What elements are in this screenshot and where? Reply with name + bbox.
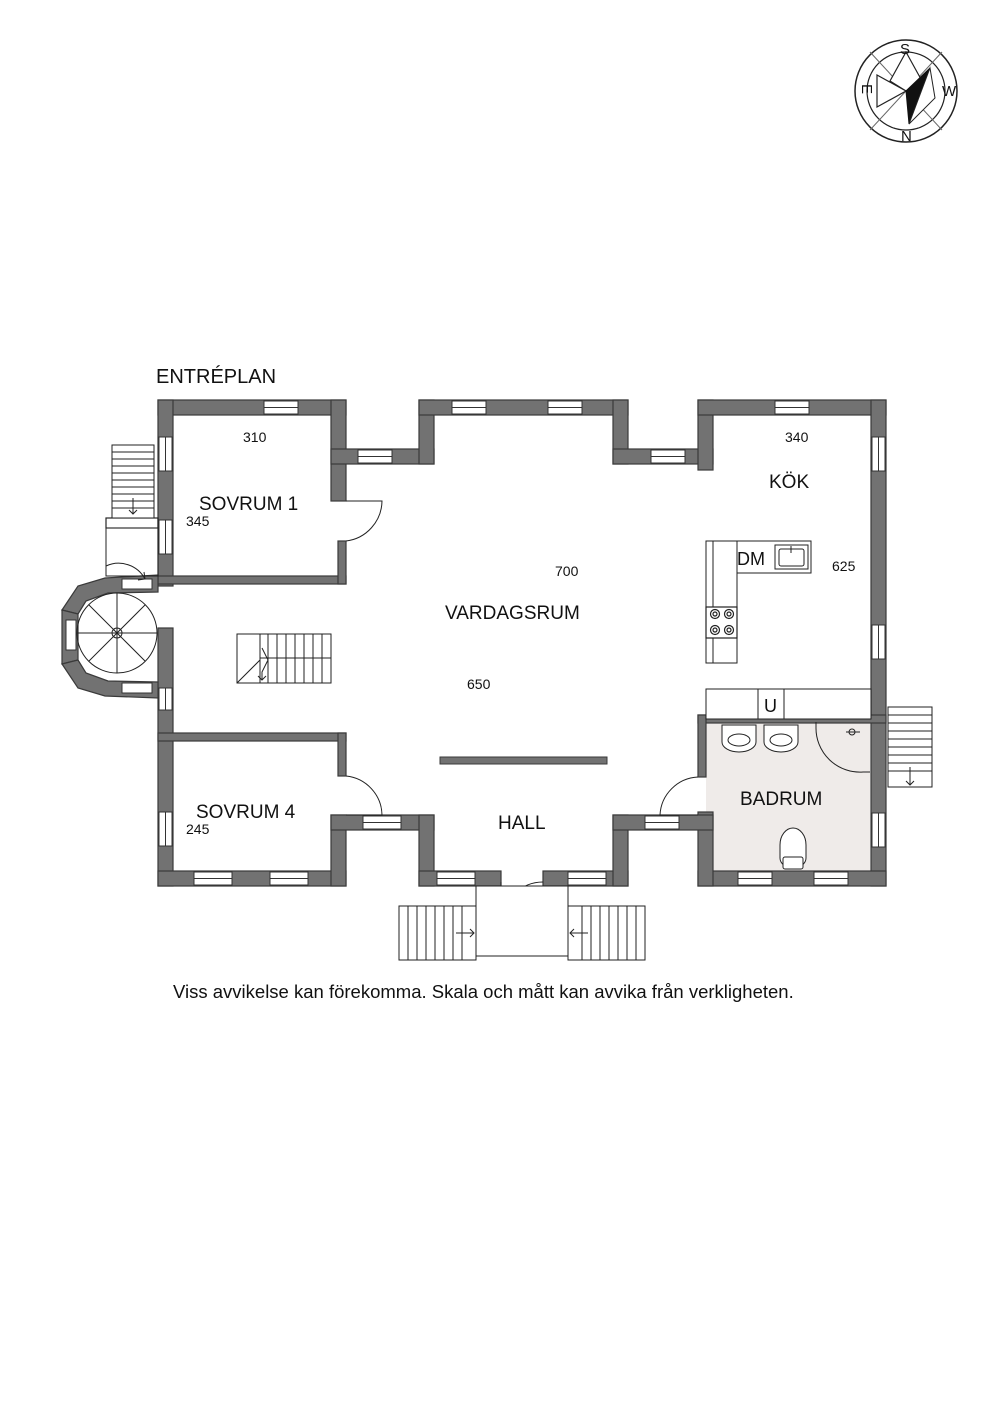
sovrum4-dim-h: 245 <box>186 821 210 837</box>
bathroom-sinks-icon <box>721 724 799 753</box>
compass-w-label: W <box>942 83 957 100</box>
hall-name: HALL <box>498 813 546 834</box>
kok-dim-h: 625 <box>832 558 856 574</box>
sovrum1-dim-h: 345 <box>186 513 210 529</box>
vardagsrum-name: VARDAGSRUM <box>445 603 580 624</box>
kitchen-counter <box>705 540 872 720</box>
sovrum1-name: SOVRUM 1 <box>199 494 298 515</box>
compass-n-label: N <box>901 128 912 145</box>
exterior-stair-front-icon <box>398 885 646 961</box>
floor-title: ENTRÉPLAN <box>156 365 276 388</box>
partition-bar <box>439 756 608 765</box>
badrum-name: BADRUM <box>740 789 822 810</box>
dishwasher-label: DM <box>737 549 765 569</box>
kok-name: KÖK <box>769 472 809 493</box>
kok-dim-w: 340 <box>785 429 809 445</box>
spiral-stair-icon <box>76 517 159 674</box>
exterior-stair-left-icon <box>111 444 155 519</box>
kitchen-sink-icon <box>774 544 809 570</box>
compass-e-label: E <box>858 84 875 94</box>
disclaimer-text: Viss avvikelse kan förekomma. Skala och … <box>173 981 794 1002</box>
sovrum1-dim-w: 310 <box>243 429 267 445</box>
compass-rose-icon: S W N E <box>854 39 958 145</box>
toilet-icon <box>779 827 807 870</box>
shower-icon <box>846 728 860 736</box>
vardagsrum-dim-w: 700 <box>555 563 579 579</box>
stove-icon <box>705 606 738 639</box>
vardagsrum-dim-h: 650 <box>467 676 491 692</box>
sovrum4-name: SOVRUM 4 <box>196 802 296 823</box>
compass-s-label: S <box>900 41 910 58</box>
exterior-stair-right-icon <box>887 706 933 788</box>
kok-u-label: U <box>764 696 777 716</box>
windows <box>65 400 886 886</box>
interior-stair-icon <box>236 633 332 684</box>
